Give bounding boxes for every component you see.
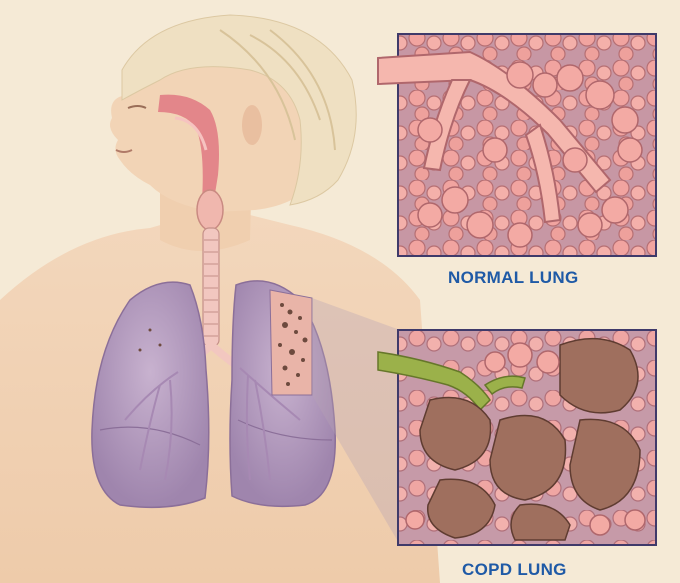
normal-lung-inset [378,34,656,256]
normal-lung-caption: NORMAL LUNG [448,268,578,288]
trachea [203,228,219,346]
copd-lung-caption: COPD LUNG [462,560,567,580]
lung-cutaway [270,290,312,395]
copd-lung-inset [378,330,656,545]
ear [242,105,262,145]
larynx [197,190,223,230]
